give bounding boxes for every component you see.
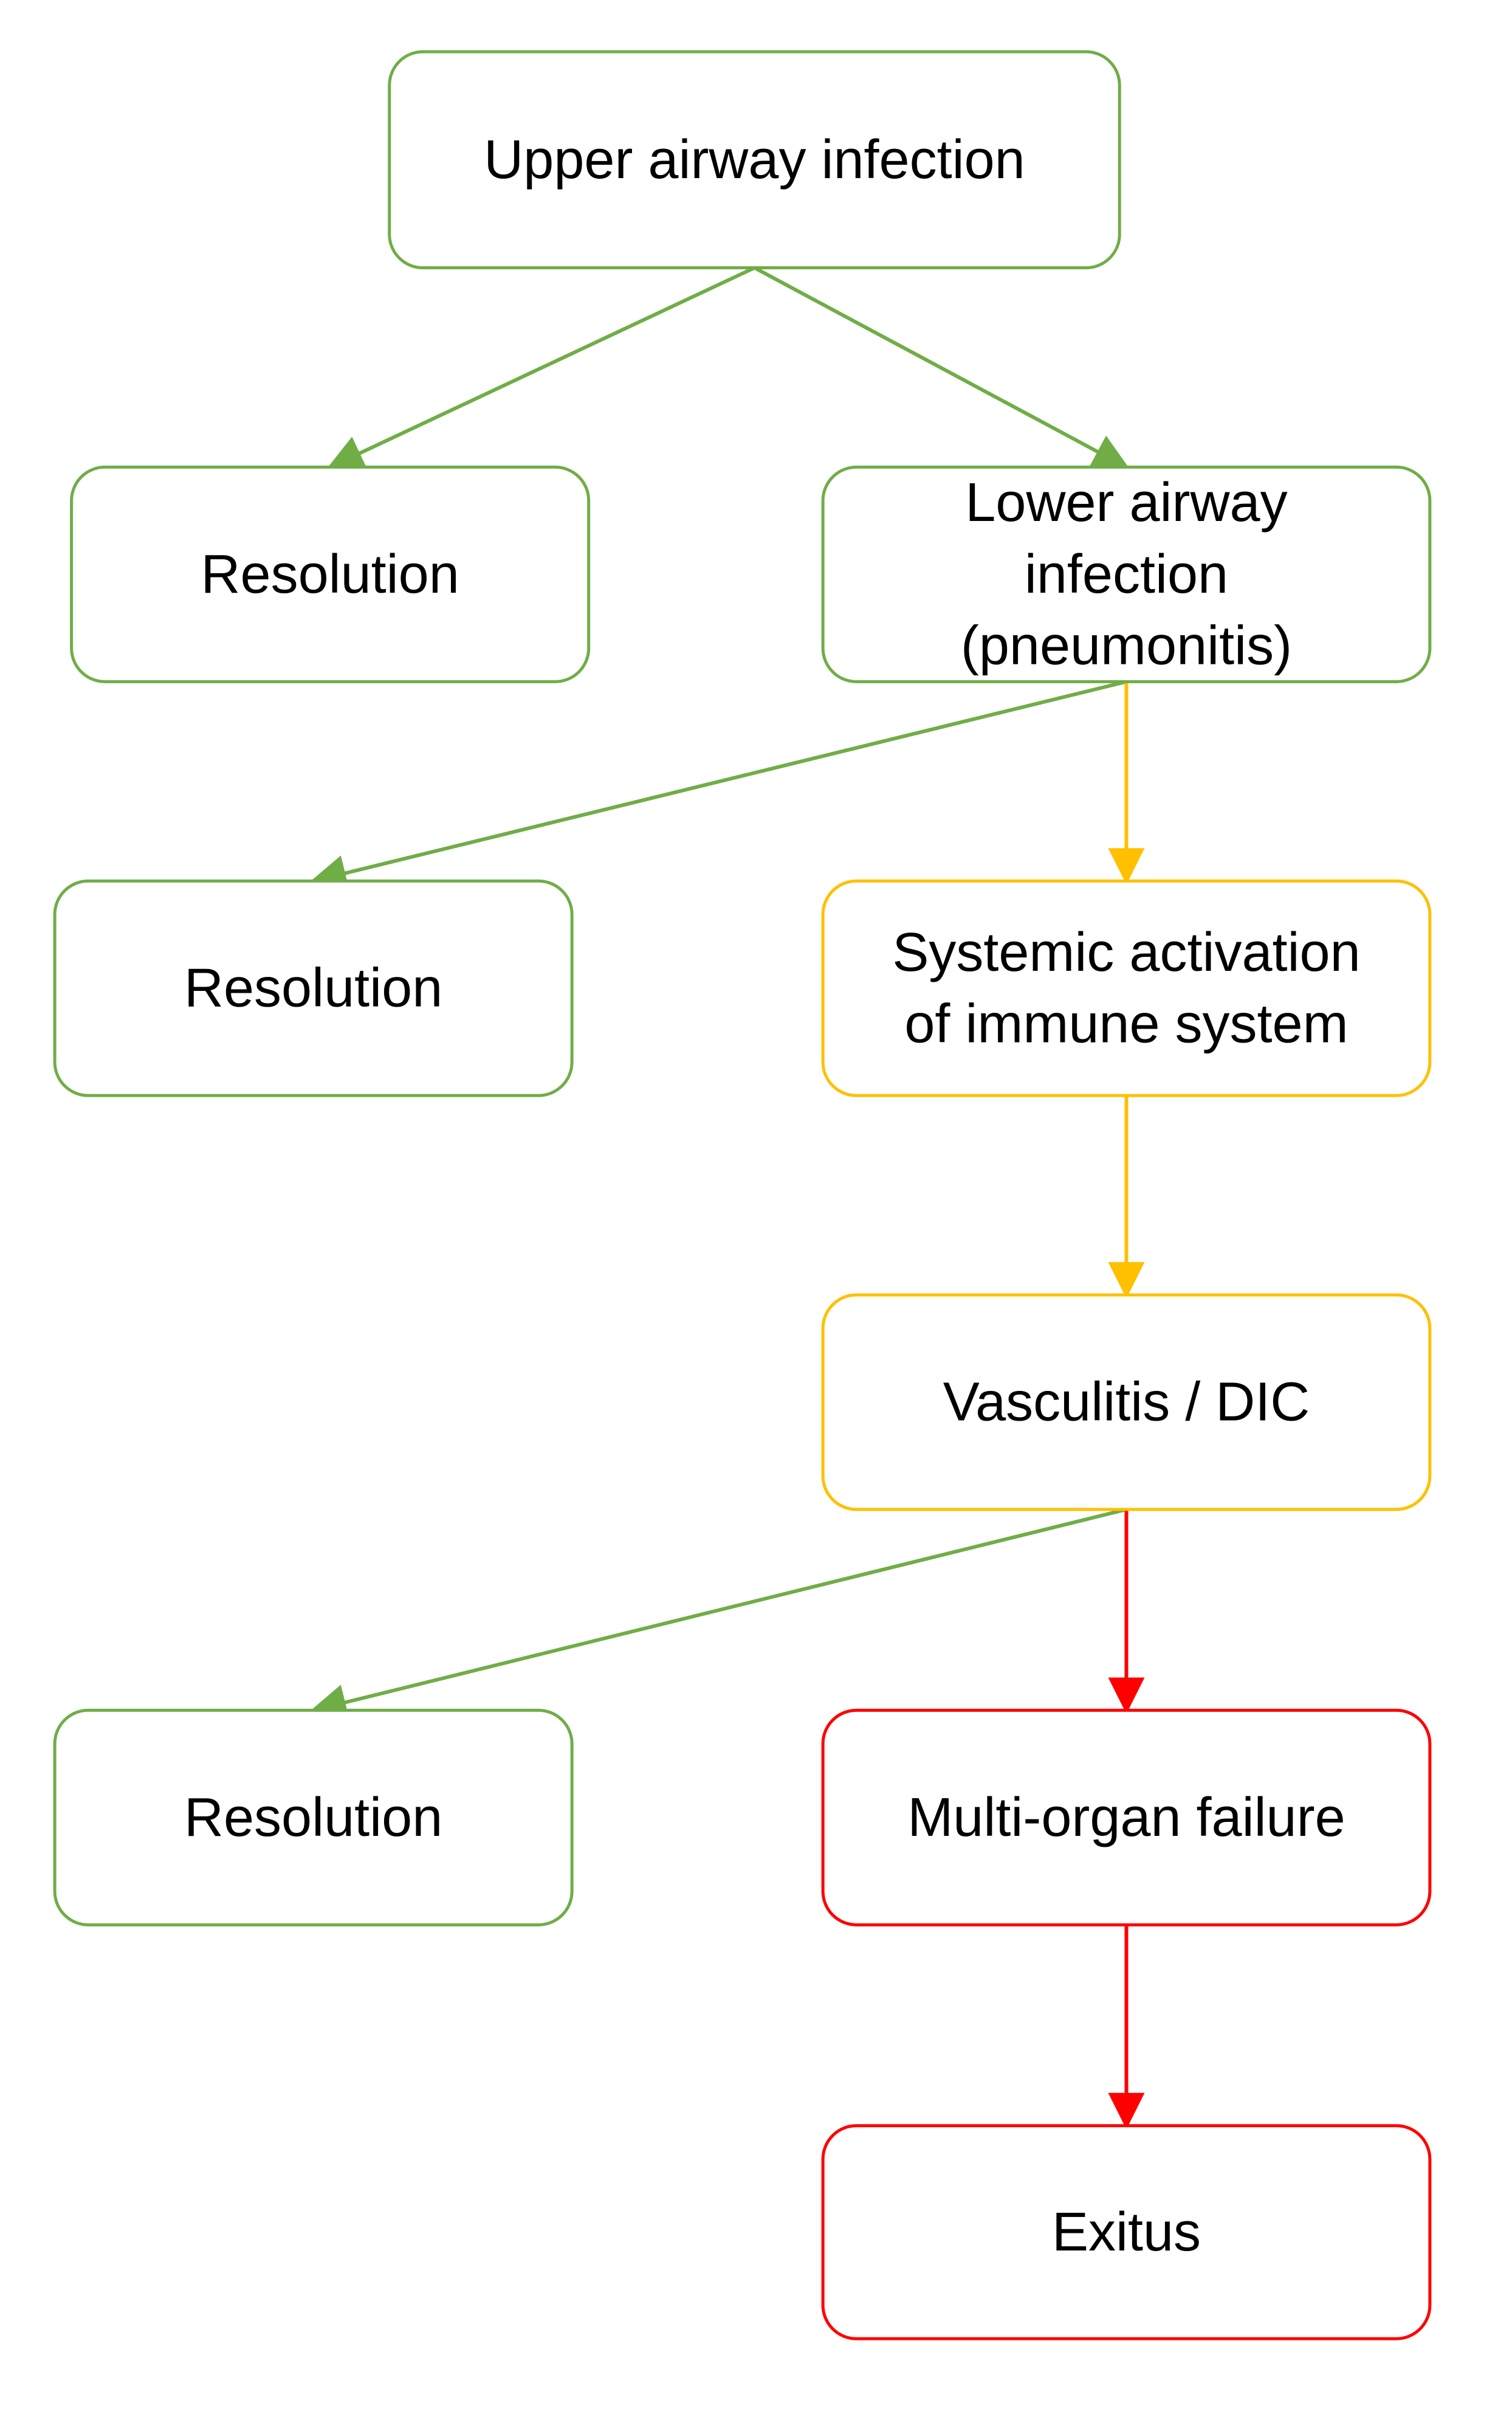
node-box <box>53 879 574 1097</box>
node-box <box>821 2124 1432 2340</box>
node-label-line: Resolution <box>201 544 459 605</box>
node-vasculitis: Vasculitis / DIC <box>821 1293 1432 1511</box>
edge-upper-airway-to-resolution-1 <box>326 266 755 470</box>
node-label-line: Lower airway <box>965 472 1287 533</box>
node-resolution-1: Resolution <box>70 465 591 683</box>
node-label-line: infection <box>1025 544 1228 605</box>
node-label-line: of immune system <box>904 994 1348 1055</box>
node-systemic-activation: Systemic activation of immune system <box>821 879 1432 1097</box>
edge-lower-airway-to-resolution-2 <box>309 680 1127 891</box>
node-multi-organ-failure: Multi-organ failure <box>821 1708 1432 1926</box>
node-box <box>70 465 591 683</box>
node-box <box>821 1293 1432 1511</box>
node-label-line: (pneumonitis) <box>961 616 1292 677</box>
node-resolution-3: Resolution <box>53 1708 574 1926</box>
node-upper-airway: Upper airway infection <box>388 50 1121 270</box>
node-label-line: Vasculitis / DIC <box>943 1372 1310 1433</box>
node-box <box>821 1708 1432 1926</box>
edge-upper-airway-to-lower-airway <box>754 266 1130 469</box>
node-label-line: Resolution <box>184 1787 442 1848</box>
edges-layer <box>309 266 1145 2129</box>
node-box <box>53 1708 574 1926</box>
edge-vasculitis-to-resolution-3 <box>309 1508 1127 1720</box>
node-box <box>821 879 1432 1097</box>
node-box <box>821 465 1432 683</box>
node-resolution-2: Resolution <box>53 879 574 1097</box>
node-label-line: Exitus <box>1052 2202 1201 2263</box>
node-label-line: Resolution <box>184 958 442 1019</box>
node-lower-airway: Lower airway infection (pneumonitis) <box>821 465 1432 683</box>
node-label-line: Multi-organ failure <box>907 1787 1345 1848</box>
node-exitus: Exitus <box>821 2124 1432 2340</box>
node-label-line: Upper airway infection <box>484 129 1025 190</box>
node-box <box>388 50 1121 270</box>
node-label-line: Systemic activation <box>892 922 1360 983</box>
